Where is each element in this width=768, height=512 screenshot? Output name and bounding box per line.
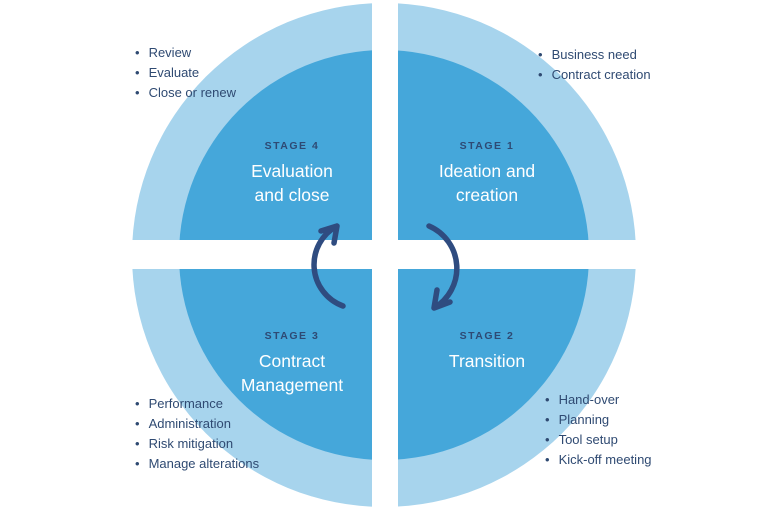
bullet-item: Administration bbox=[135, 414, 259, 434]
stage-title-line: Ideation and bbox=[438, 161, 536, 181]
cycle-arrow-up-icon bbox=[311, 223, 346, 309]
stage-title-line: creation bbox=[455, 185, 519, 205]
bullet-item: Risk mitigation bbox=[135, 434, 259, 454]
stage-4-bullets: Review Evaluate Close or renew bbox=[135, 43, 236, 103]
stage-title-line: Transition bbox=[448, 351, 526, 371]
bullet-item: Evaluate bbox=[135, 63, 236, 83]
stage-1-segment: STAGE 1 Ideation and creation bbox=[439, 140, 535, 207]
cross-divider-vertical bbox=[372, 0, 398, 512]
bullet-item: Tool setup bbox=[545, 430, 652, 450]
stage-2-bullets: Hand-over Planning Tool setup Kick-off m… bbox=[545, 390, 652, 470]
stage-label: STAGE 1 bbox=[459, 140, 515, 152]
bullet-item: Business need bbox=[538, 45, 651, 65]
stage-title-line: and close bbox=[254, 185, 330, 205]
stage-3-bullets: Performance Administration Risk mitigati… bbox=[135, 394, 260, 474]
bullet-item: Contract creation bbox=[538, 65, 651, 85]
bullet-item: Kick-off meeting bbox=[545, 450, 652, 470]
bullet-item: Review bbox=[135, 43, 236, 63]
stage-label: STAGE 2 bbox=[459, 330, 515, 342]
bullet-item: Hand-over bbox=[545, 390, 652, 410]
stage-label: STAGE 4 bbox=[264, 140, 320, 152]
stage-title-line: Management bbox=[240, 375, 344, 395]
cycle-arrow-down-icon bbox=[426, 223, 460, 311]
bullet-item: Planning bbox=[545, 410, 652, 430]
stage-3-segment: STAGE 3 Contract Management bbox=[241, 330, 343, 397]
bullet-item: Close or renew bbox=[135, 83, 236, 103]
stage-title-line: Contract bbox=[258, 351, 326, 371]
stage-title-line: Evaluation bbox=[251, 161, 333, 181]
stage-label: STAGE 3 bbox=[264, 330, 320, 342]
stage-1-bullets: Business need Contract creation bbox=[538, 45, 651, 85]
stage-4-segment: STAGE 4 Evaluation and close bbox=[251, 140, 333, 207]
bullet-item: Performance bbox=[135, 394, 259, 414]
bullet-item: Manage alterations bbox=[135, 454, 260, 474]
stage-2-segment: STAGE 2 Transition bbox=[449, 330, 525, 373]
